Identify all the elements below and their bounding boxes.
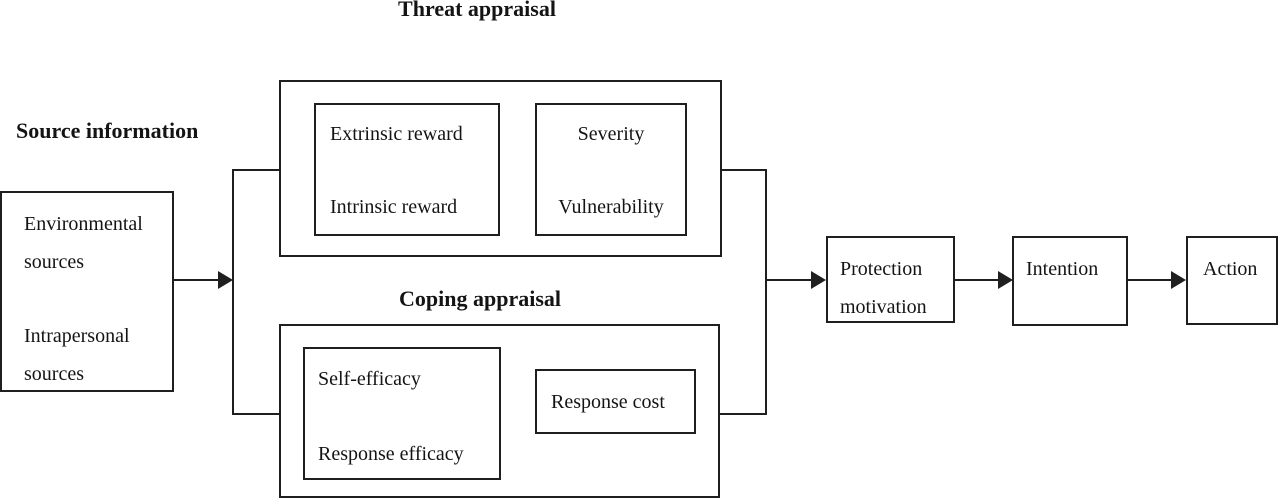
source-to-appraisal-arrow-shaft [174, 279, 219, 281]
box-line: Action [1203, 258, 1258, 280]
box-line: Response cost [551, 391, 665, 413]
box-line: motivation [840, 296, 927, 318]
source-to-appraisal-arrow-icon [218, 271, 233, 289]
intention-box: Intention [1012, 236, 1128, 326]
protection-to-intention-arrow-icon [998, 271, 1013, 289]
left-bracket-vertical-line [232, 169, 234, 415]
box-line: Protection [840, 258, 923, 280]
box-line: sources [24, 251, 84, 273]
severity-vulnerability-box: Severity Vulnerability [535, 103, 687, 236]
intention-to-action-arrow-icon [1171, 271, 1186, 289]
left-bracket-bottom-connector [232, 413, 279, 415]
action-box: Action [1186, 236, 1278, 325]
box-line: Environmental [24, 213, 143, 235]
box-line: Severity [577, 123, 645, 145]
protection-to-intention-arrow-shaft [955, 279, 999, 281]
appraisal-to-protection-arrow-icon [811, 271, 826, 289]
efficacy-box: Self-efficacy Response efficacy [303, 347, 501, 480]
coping-appraisal-title: Coping appraisal [399, 286, 561, 311]
threat-appraisal-title: Threat appraisal [398, 0, 556, 21]
intention-to-action-arrow-shaft [1128, 279, 1172, 281]
box-line: Intrapersonal [24, 325, 130, 347]
right-bracket-bottom-connector [720, 413, 767, 415]
protection-motivation-box: Protection motivation [826, 236, 955, 323]
box-line: Vulnerability [558, 196, 664, 218]
box-line: Response efficacy [318, 443, 464, 465]
box-line: Intention [1026, 258, 1099, 280]
box-line: Intrinsic reward [330, 196, 458, 218]
right-bracket-vertical-line [765, 169, 767, 415]
left-bracket-top-connector [232, 169, 279, 171]
right-bracket-top-connector [720, 169, 767, 171]
source-information-box: Environmental sources Intrapersonal sour… [0, 191, 174, 392]
response-cost-box: Response cost [535, 369, 696, 434]
box-line: sources [24, 363, 84, 385]
box-line: Extrinsic reward [330, 123, 463, 145]
appraisal-to-protection-arrow-shaft [767, 279, 812, 281]
reward-box: Extrinsic reward Intrinsic reward [314, 103, 500, 236]
box-line: Self-efficacy [318, 368, 421, 390]
source-information-label: Source information [16, 118, 199, 143]
